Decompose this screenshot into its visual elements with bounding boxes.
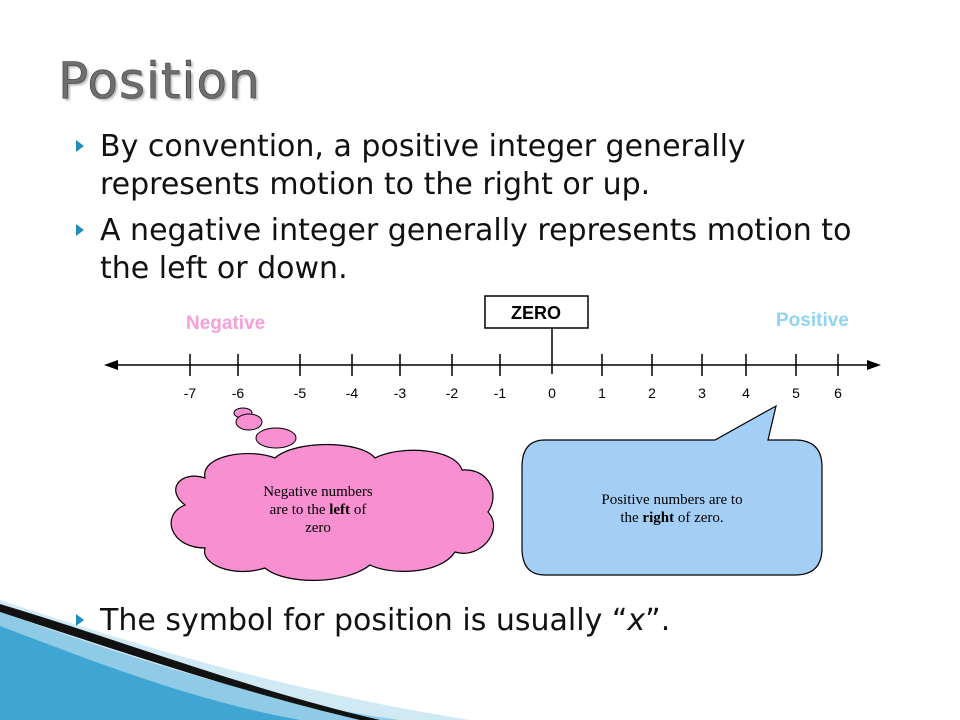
positive-label: Positive — [776, 310, 849, 331]
tick-label: 1 — [598, 385, 606, 401]
bullet-arrow-icon — [76, 614, 84, 626]
tick-label: -6 — [232, 385, 245, 401]
zero-label: ZERO — [511, 303, 561, 323]
right-arrow-icon — [867, 360, 881, 370]
bullet-text: The symbol for position is usually “x”. — [100, 602, 896, 640]
tick-label: 3 — [698, 385, 706, 401]
negative-callout-line2: are to the left of — [270, 502, 367, 518]
positive-speech-bubble: Positive numbers are to the right of zer… — [522, 406, 822, 575]
tick-label: 6 — [834, 385, 842, 401]
tick-label: 0 — [548, 385, 556, 401]
tick-label: 4 — [742, 385, 750, 401]
tick-label: -5 — [294, 385, 307, 401]
tick-label: -7 — [184, 385, 197, 401]
tick-label: 5 — [792, 385, 800, 401]
negative-callout-line1: Negative numbers — [263, 484, 373, 500]
position-symbol: x — [627, 603, 645, 638]
tick-label: -3 — [394, 385, 407, 401]
left-arrow-icon — [104, 360, 118, 370]
negative-thought-bubble: Negative numbers are to the left of zero — [171, 408, 493, 580]
tick-label: -4 — [346, 385, 359, 401]
negative-label: Negative — [186, 313, 265, 334]
positive-callout-line2: the right of zero. — [620, 510, 723, 526]
tick-label: 2 — [648, 385, 656, 401]
tick-label: -2 — [446, 385, 459, 401]
negative-callout-line3: zero — [305, 520, 331, 536]
tick-label: -1 — [494, 385, 507, 401]
bullet-position-symbol: The symbol for position is usually “x”. — [76, 602, 896, 640]
number-line-ticks: -7 -6 -5 -4 -3 -2 -1 0 1 2 3 4 5 6 — [184, 354, 842, 401]
positive-callout-line1: Positive numbers are to — [601, 492, 742, 508]
